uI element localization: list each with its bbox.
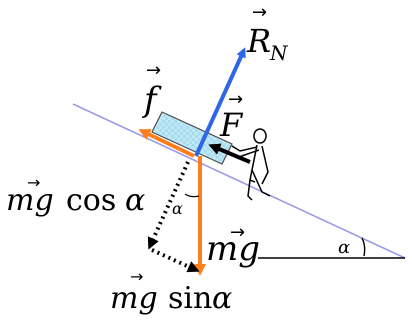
incline-line (72, 103, 406, 259)
perp-component-cos: cos (66, 183, 116, 218)
svg-text:→: → (146, 60, 161, 81)
friction-arrow (138, 129, 195, 158)
normal-force-arrow (194, 47, 246, 157)
incline-angle-label: α (338, 237, 350, 258)
normal-force-symbol: R (246, 22, 271, 60)
parallel-component-sin: sin (168, 281, 212, 316)
normal-force-label: → R N (246, 2, 289, 65)
svg-text:→: → (27, 173, 40, 192)
weight-label: → mg (206, 222, 260, 269)
svg-text:→: → (130, 267, 143, 286)
friction-symbol: f (141, 80, 162, 120)
parallel-component-label: → mg sin α (110, 267, 232, 316)
svg-text:→: → (230, 222, 245, 243)
applied-force-label: → F (219, 89, 244, 144)
person-pushing-icon (231, 128, 271, 201)
applied-force-symbol: F (219, 106, 244, 144)
incline-angle-arc (361, 237, 366, 257)
svg-text:→: → (252, 2, 267, 23)
applied-force-arrow (208, 143, 251, 164)
component-angle-label: α (172, 199, 183, 218)
perpendicular-component-label: → mg cos α (6, 173, 145, 218)
friction-label: → f (141, 60, 162, 120)
parallel-component-mg: mg (110, 281, 158, 316)
parallel-component-alpha: α (212, 281, 232, 316)
normal-force-subscript: N (269, 41, 289, 65)
weight-symbol: mg (206, 229, 260, 269)
perp-component-alpha: α (125, 183, 145, 218)
parallel-component-arrow (151, 248, 200, 273)
perp-component-mg: mg (6, 183, 54, 218)
svg-text:→: → (228, 89, 243, 110)
component-angle-arc (184, 193, 200, 198)
